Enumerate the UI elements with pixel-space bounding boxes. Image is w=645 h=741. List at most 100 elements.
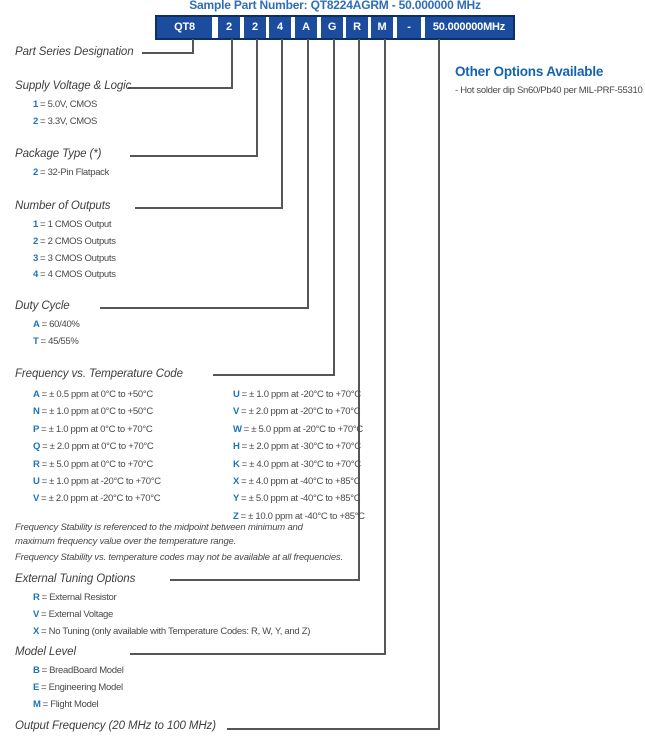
option-row: 2= 32-Pin Flatpack — [33, 165, 109, 182]
option-row: A= ± 0.5 ppm at 0°C to +50°C — [33, 386, 161, 403]
option-code: U — [33, 476, 40, 488]
option-row: 4= 4 CMOS Outputs — [33, 267, 116, 284]
option-code: 1 — [33, 219, 38, 230]
section-heading: Part Series Designation — [15, 46, 134, 58]
option-code: 3 — [33, 252, 38, 264]
option-code: 2 — [33, 235, 38, 247]
option-row: W= ± 5.0 ppm at -20°C to +70°C — [233, 421, 365, 438]
option-desc: = 45/55% — [40, 335, 79, 347]
option-code: V — [33, 608, 40, 620]
option-desc: = ± 4.0 ppm at -30°C to +70°C — [241, 458, 362, 470]
option-row: K= ± 4.0 ppm at -30°C to +70°C — [233, 456, 365, 473]
option-row: N= ± 1.0 ppm at 0°C to +50°C — [33, 403, 161, 420]
leader-vline-series — [192, 39, 194, 54]
leader-hline-duty — [100, 307, 309, 309]
part-number-strip: QT8 2 2 4 A G R M - 50.000000MHz — [155, 15, 515, 40]
option-row: R= External Resistor — [33, 590, 310, 607]
option-row: E= Engineering Model — [33, 680, 124, 697]
leader-vline-package — [256, 39, 258, 157]
option-row: X= No Tuning (only available with Temper… — [33, 624, 310, 641]
option-row: U= ± 1.0 ppm at -20°C to +70°C — [233, 386, 365, 403]
option-desc: = ± 1.0 ppm at -20°C to +70°C — [41, 476, 162, 488]
option-desc: = ± 5.0 ppm at 0°C to +70°C — [41, 458, 154, 470]
section-model-level: Model Level B= BreadBoard Model E= Engin… — [15, 645, 124, 713]
option-row: U= ± 1.0 ppm at -20°C to +70°C — [33, 473, 161, 490]
section-package-type: Package Type (*) 2= 32-Pin Flatpack — [15, 147, 109, 182]
part-code-box-duty: A — [295, 17, 317, 38]
option-desc: = 60/40% — [41, 319, 80, 330]
option-desc: = External Voltage — [41, 608, 114, 620]
option-row: V= ± 2.0 ppm at -20°C to +70°C — [233, 403, 365, 420]
leader-hline-frequency — [227, 728, 440, 730]
option-code: X — [233, 476, 240, 488]
option-row: Q= ± 2.0 ppm at 0°C to +70°C — [33, 438, 161, 455]
option-desc: = 5.0V, CMOS — [39, 99, 98, 110]
option-code: E — [33, 681, 40, 693]
option-desc: = External Resistor — [41, 592, 117, 603]
part-code-box-outputs: 4 — [269, 17, 291, 38]
section-heading: Frequency vs. Temperature Code — [15, 368, 183, 380]
option-row: M= Flight Model — [33, 697, 124, 714]
option-code: R — [33, 592, 40, 603]
option-code: R — [33, 458, 40, 470]
option-desc: = 4 CMOS Outputs — [39, 269, 116, 281]
option-desc: = ± 2.0 ppm at 0°C to +70°C — [42, 441, 154, 453]
section-duty-cycle: Duty Cycle A= 60/40% T= 45/55% — [15, 299, 80, 351]
leader-vline-temp — [333, 39, 335, 376]
leader-hline-tuning — [170, 579, 360, 581]
option-code: X — [33, 625, 40, 637]
option-code: W — [233, 423, 242, 435]
option-row: V= External Voltage — [33, 607, 310, 624]
option-code: 2 — [33, 167, 38, 178]
option-desc: = ± 5.0 ppm at -20°C to +70°C — [243, 423, 364, 435]
option-desc: = ± 2.0 ppm at -20°C to +70°C — [41, 493, 161, 505]
leader-hline-voltage — [128, 87, 233, 89]
section-heading: Model Level — [15, 646, 76, 658]
leader-hline-series — [142, 52, 194, 54]
leader-hline-temp — [213, 374, 335, 376]
option-row: B= BreadBoard Model — [33, 663, 124, 680]
part-code-box-series: QT8 — [157, 17, 212, 38]
option-desc: = ± 1.0 ppm at 0°C to +70°C — [41, 423, 153, 435]
option-code: B — [33, 665, 40, 676]
section-heading: Package Type (*) — [15, 148, 102, 160]
option-row: A= 60/40% — [33, 317, 80, 334]
leader-vline-frequency — [438, 39, 440, 730]
option-code: A — [33, 389, 40, 400]
option-row: R= ± 5.0 ppm at 0°C to +70°C — [33, 456, 161, 473]
option-row: 1= 1 CMOS Output — [33, 217, 116, 234]
leader-vline-model — [384, 39, 386, 655]
option-row: Z= ± 10.0 ppm at -40°C to +85°C — [233, 508, 365, 525]
option-code: Q — [33, 441, 41, 453]
section-heading: Number of Outputs — [15, 200, 111, 212]
option-desc: = ± 1.0 ppm at 0°C to +50°C — [41, 406, 154, 418]
option-code: 4 — [33, 269, 38, 281]
leader-vline-outputs — [281, 39, 283, 209]
option-code: 1 — [33, 99, 38, 110]
section-supply-voltage: Supply Voltage & Logic 1= 5.0V, CMOS 2= … — [15, 79, 131, 131]
option-code: U — [233, 389, 240, 400]
option-row: 3= 3 CMOS Outputs — [33, 251, 116, 268]
option-desc: = ± 5.0 ppm at -40°C to +85°C — [241, 493, 361, 505]
section-heading: Output Frequency (20 MHz to 100 MHz) — [15, 720, 216, 732]
option-desc: = 32-Pin Flatpack — [39, 167, 110, 178]
freq-temp-left-column: A= ± 0.5 ppm at 0°C to +50°C N= ± 1.0 pp… — [33, 386, 161, 508]
option-desc: = Engineering Model — [41, 681, 123, 693]
option-desc: = ± 1.0 ppm at -20°C to +70°C — [241, 389, 362, 400]
option-code: Y — [233, 493, 240, 505]
leader-vline-tuning — [358, 39, 360, 581]
leader-hline-model — [130, 653, 386, 655]
part-code-box-voltage: 2 — [218, 17, 240, 38]
option-row: V= ± 2.0 ppm at -20°C to +70°C — [33, 490, 161, 507]
option-code: A — [33, 319, 40, 330]
other-options-item: - Hot solder dip Sn60/Pb40 per MIL-PRF-5… — [455, 85, 643, 96]
option-desc: = ± 10.0 ppm at -40°C to +85°C — [240, 510, 366, 522]
option-code: M — [33, 698, 41, 710]
option-code: 2 — [33, 115, 38, 127]
option-row: 2= 3.3V, CMOS — [33, 114, 131, 131]
leader-vline-duty — [307, 39, 309, 309]
option-code: V — [233, 406, 240, 418]
part-code-box-dash: - — [397, 17, 421, 38]
option-desc: = Flight Model — [42, 698, 99, 710]
